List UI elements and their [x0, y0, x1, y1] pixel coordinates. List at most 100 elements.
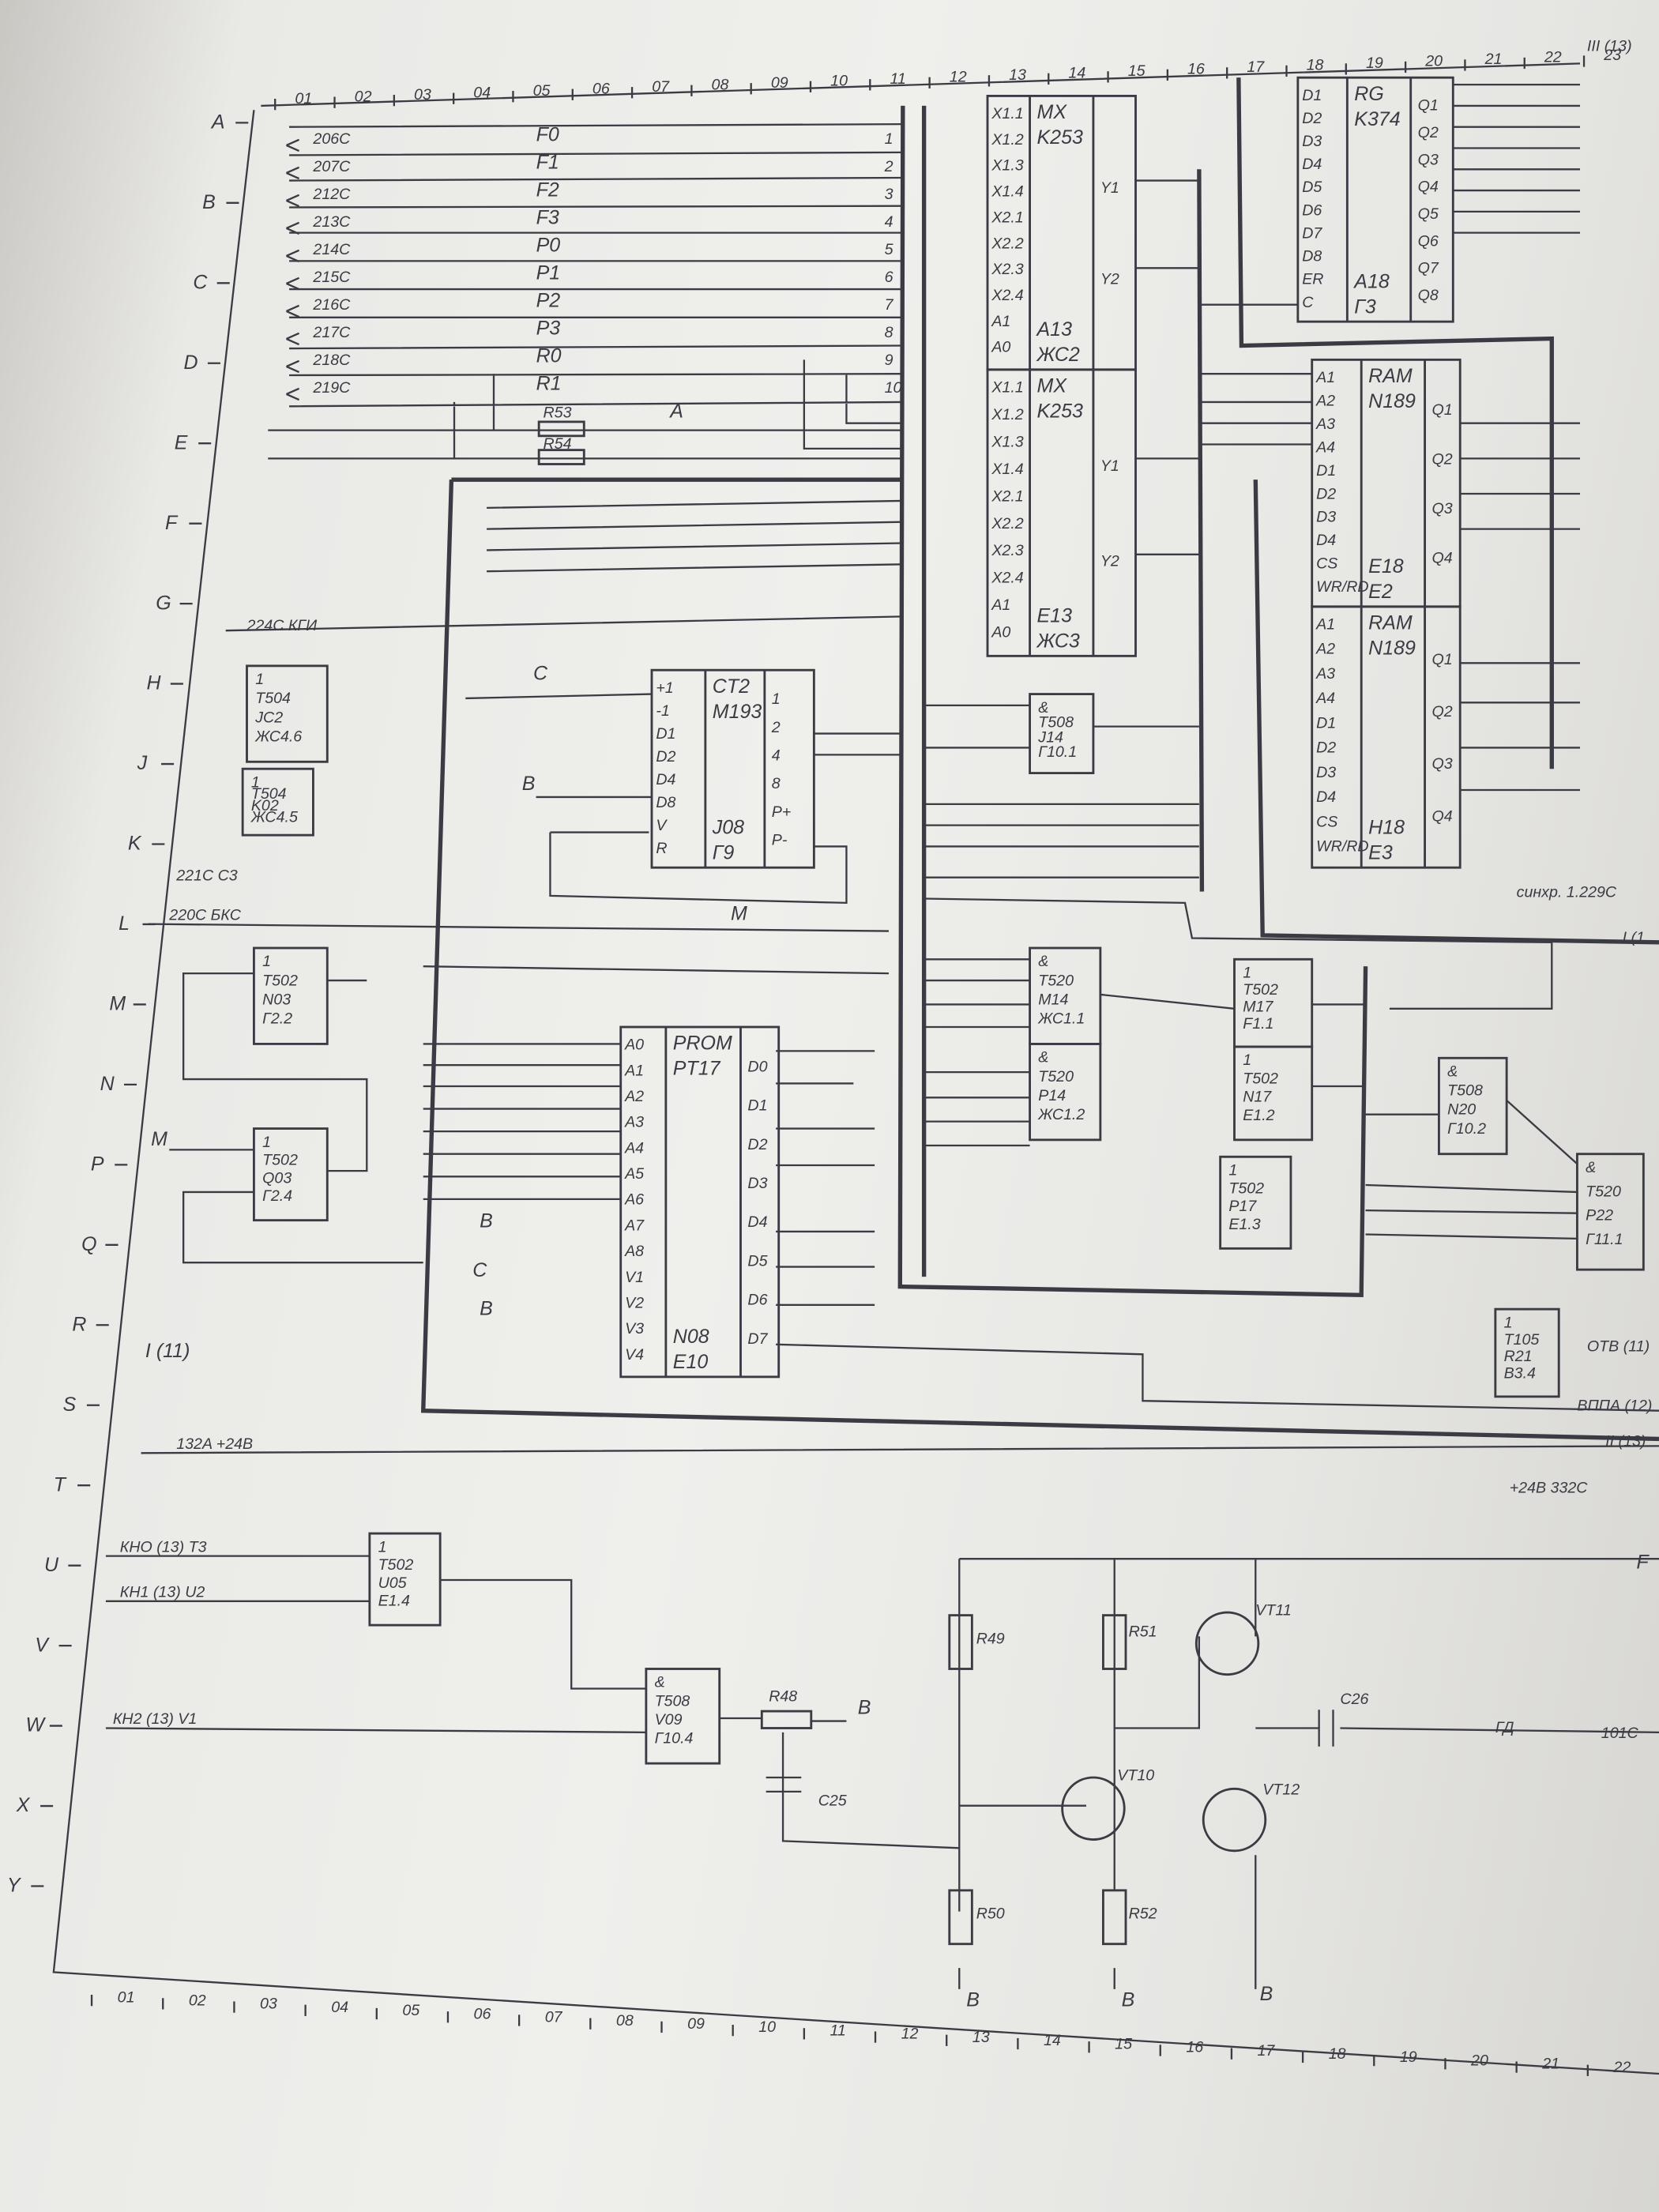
chip-title: T502 — [262, 972, 298, 989]
chip-pin-label: A0 — [991, 624, 1010, 641]
label-p24a: 132A +24B — [176, 1435, 253, 1453]
chip-pin-label: Q2 — [1432, 451, 1453, 468]
chip-title: T105 — [1504, 1331, 1540, 1349]
column-number: 17 — [1247, 58, 1265, 76]
chip-title: U05 — [378, 1574, 407, 1592]
chip-pin-label: X2.2 — [991, 515, 1023, 532]
chip-pin-label: 1 — [772, 690, 781, 708]
chip-pin-label: Q1 — [1432, 401, 1453, 419]
chip-pin-label: V3 — [625, 1320, 644, 1337]
label-m: M — [731, 902, 747, 924]
label-r54: R54 — [544, 435, 572, 453]
chip-body — [253, 1127, 329, 1222]
resistor-r50 — [948, 1889, 973, 1946]
signal-pin: 6 — [885, 269, 893, 286]
chip-divider — [1360, 359, 1426, 607]
resistor-r53 — [537, 420, 585, 438]
chip-divider — [1029, 96, 1095, 370]
label-b: B — [1260, 1983, 1273, 2005]
signal-pin: 2 — [884, 158, 893, 175]
label-b: B — [858, 1697, 871, 1719]
chip-title: K253 — [1037, 401, 1083, 423]
chip-pin-label: X2.1 — [991, 487, 1023, 505]
chip-n08: PROMPT17N08E10A0A1A2A3A4A5A6A7A8V1V2V3V4… — [619, 1025, 781, 1379]
chip-title: MX — [1037, 101, 1068, 123]
chip-title: Г3 — [1354, 295, 1376, 318]
chip-divider — [664, 1027, 742, 1377]
column-number: 19 — [1366, 55, 1383, 72]
label-r51: R51 — [1129, 1623, 1157, 1640]
arrow-left-icon — [286, 276, 300, 291]
chip-pin-label: D2 — [747, 1136, 767, 1153]
row-letter: M — [109, 993, 126, 1015]
column-number: 08 — [712, 77, 729, 94]
row-letter: W — [25, 1714, 46, 1736]
row-letter: P — [91, 1153, 104, 1175]
row-letter: E — [175, 431, 188, 453]
chip-title: N20 — [1447, 1101, 1476, 1119]
chip-pin-label: A4 — [1315, 690, 1335, 707]
chip-pin-label: X2.1 — [991, 209, 1023, 226]
chip-pin-label: X1.4 — [991, 183, 1023, 201]
chip-title: E2 — [1368, 581, 1393, 603]
column-number: 23 — [1603, 47, 1621, 64]
chip-title: E1.2 — [1243, 1107, 1274, 1124]
chip-pin-label: D2 — [656, 748, 675, 766]
chip-pin-label: -1 — [656, 702, 669, 720]
label-otv: ОТВ (11) — [1587, 1338, 1650, 1356]
chip-pin-label: CS — [1316, 813, 1337, 830]
chip-pin-label: A1 — [991, 313, 1010, 330]
chip-pin-label: Y2 — [1100, 553, 1119, 570]
column-number: 02 — [355, 88, 372, 105]
label-kn1: КН1 (13) U2 — [120, 1583, 205, 1601]
capacitors — [766, 1710, 1334, 1793]
chip-pin-label: V1 — [625, 1269, 644, 1286]
chip-title: T502 — [378, 1556, 414, 1574]
chip-pin-label: A2 — [1315, 392, 1335, 409]
chip-title: T520 — [1586, 1183, 1621, 1200]
row-letter: J — [137, 752, 148, 774]
column-number: 15 — [1115, 2035, 1132, 2052]
chip-title: E13 — [1037, 605, 1073, 627]
chip-pin-label: Q1 — [1418, 97, 1439, 115]
column-number: 13 — [972, 2029, 990, 2046]
chip-title: Г9 — [713, 842, 735, 864]
chip-pin-label: Q2 — [1418, 124, 1439, 141]
chip-a13: MXK253A13ЖС2X1.1X1.2X1.3X1.4X2.1X2.2X2.3… — [986, 95, 1137, 371]
chip-title: T504 — [255, 690, 291, 707]
chip-title: K374 — [1354, 108, 1400, 130]
label-r53: R53 — [544, 404, 572, 422]
chip-body — [246, 664, 329, 763]
chip-pin-label: A8 — [624, 1243, 644, 1260]
column-number: 18 — [1307, 57, 1324, 74]
column-number: 02 — [189, 1992, 206, 2009]
signal-pin: 7 — [885, 296, 894, 314]
signal-pin: 10 — [885, 379, 902, 397]
row-letter: R — [72, 1313, 86, 1335]
chip-title: 1 — [262, 953, 271, 970]
label-a: A — [668, 401, 683, 423]
chip-pin-label: X1.1 — [991, 105, 1023, 122]
chip-title: Q03 — [262, 1169, 292, 1187]
chip-pin-label: Y2 — [1100, 271, 1119, 288]
column-number: 20 — [1470, 2052, 1488, 2069]
chip-pin-label: D3 — [1316, 764, 1336, 781]
chip-title: F1.1 — [1243, 1015, 1273, 1033]
chip-pin-label: A4 — [1315, 438, 1335, 456]
capacitor-c25 — [766, 1776, 802, 1793]
chip-pin-label: A7 — [624, 1217, 645, 1234]
chip-pin-label: A2 — [1315, 641, 1335, 658]
arrow-left-icon — [286, 138, 300, 152]
chip-pin-label: D1 — [656, 725, 675, 743]
column-number: 03 — [260, 1996, 277, 2013]
chip-pin-label: V2 — [625, 1294, 644, 1311]
signal-name: P2 — [536, 290, 561, 312]
chip-title: & — [655, 1674, 665, 1691]
row-letter: N — [100, 1073, 115, 1095]
signal-name: F3 — [536, 207, 559, 229]
